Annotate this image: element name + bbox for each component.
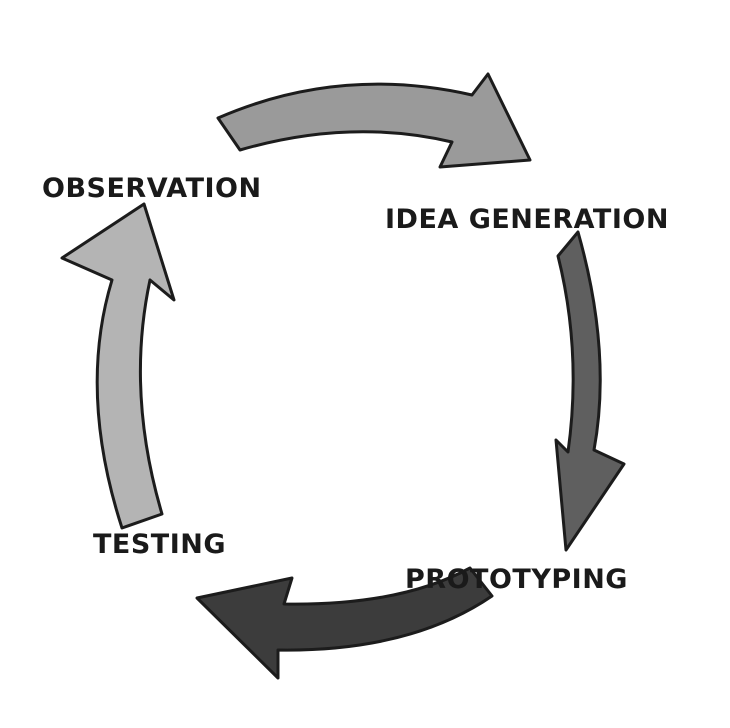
arrow-idea-generation-to-prototyping <box>554 230 626 552</box>
arrow-testing-to-observation <box>60 202 176 530</box>
arrow-prototyping-to-testing <box>195 566 494 680</box>
arrow-observation-to-idea-generation <box>216 72 532 169</box>
stage-label-prototyping: PROTOTYPING <box>405 564 628 595</box>
stage-label-testing: TESTING <box>93 529 226 560</box>
stage-label-idea-generation: IDEA GENERATION <box>385 204 669 235</box>
stage-label-observation: OBSERVATION <box>42 173 262 204</box>
